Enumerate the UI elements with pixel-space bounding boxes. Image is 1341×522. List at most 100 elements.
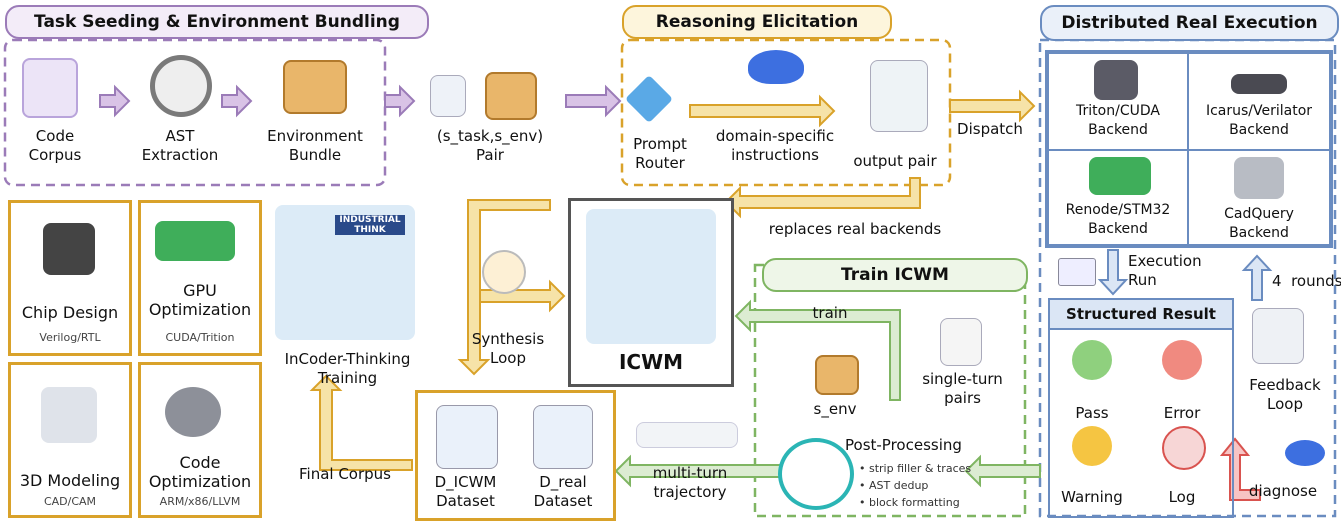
deepseek-whale-icon <box>1285 440 1325 466</box>
post-processing-icon <box>778 438 854 510</box>
output-file-icon <box>870 60 928 132</box>
backend-grid: Triton/CUDA Backend Icarus/Verilator Bac… <box>1045 50 1333 248</box>
s-env-label: s_env <box>813 400 857 418</box>
arrow <box>1219 437 1261 501</box>
arrow <box>964 454 1041 488</box>
box-icon <box>283 60 347 114</box>
execution-title: Distributed Real Execution <box>1040 5 1339 41</box>
step-environment-bundle: Environment Bundle <box>267 127 363 164</box>
deepseek-whale-icon <box>748 50 804 84</box>
reasoning-frame <box>620 38 952 187</box>
robot-mascot-image: INDUSTRIAL THINK <box>275 205 415 340</box>
train-title: Train ICWM <box>762 258 1028 292</box>
step-pair: (s_task,s_env) Pair <box>436 127 544 164</box>
arrow <box>1097 249 1129 296</box>
d-real-label: D_real Dataset <box>533 473 593 510</box>
structured-result-panel: Structured Result Pass Error Warning Log <box>1048 298 1234 518</box>
incoder-training-label: InCoder-Thinking Training <box>284 350 411 387</box>
post-item: • AST dedup <box>859 479 929 492</box>
d-real-dataset-icon <box>533 405 593 469</box>
backend-icarus: Icarus/Verilator Backend <box>1187 52 1331 151</box>
gpu-card-icon <box>155 221 235 261</box>
cad-part-icon <box>1234 157 1284 199</box>
feedback-icon <box>1252 308 1304 364</box>
final-corpus-label: Final Corpus <box>299 465 391 483</box>
d-icwm-label: D_ICWM Dataset <box>434 473 497 510</box>
seeding-frame <box>3 38 387 187</box>
gears-icon <box>165 387 221 437</box>
error-icon <box>1162 340 1202 380</box>
pass-label: Pass <box>1075 404 1109 422</box>
arrow <box>384 84 416 118</box>
circuit-board-icon <box>1089 157 1151 195</box>
pass-icon <box>1072 340 1112 380</box>
post-item: • strip filler & traces <box>859 462 972 475</box>
arrow <box>221 84 253 118</box>
icwm-model-box: ICWM <box>568 198 734 387</box>
instructions-label: domain-specific instructions <box>715 127 835 164</box>
single-turn-label: single-turn pairs <box>922 370 1003 407</box>
diagnose-label: diagnose <box>1248 482 1318 500</box>
robot-mascot-image <box>586 209 716 344</box>
arrow <box>1241 254 1273 301</box>
cube-icon <box>41 387 97 443</box>
chip-icon <box>43 223 95 275</box>
box-icon <box>815 355 859 395</box>
arrow <box>479 279 566 313</box>
multi-turn-label: multi-turn trajectory <box>652 464 728 501</box>
post-item: • block formatting <box>859 496 960 509</box>
code-file-icon <box>22 58 78 118</box>
replaces-label: replaces real backends <box>768 220 942 238</box>
error-label: Error <box>1163 404 1201 422</box>
backend-cadquery: CadQuery Backend <box>1187 149 1331 246</box>
code-file-icon <box>430 75 466 117</box>
synthesis-loop-icon <box>482 250 526 294</box>
arrow <box>949 89 1036 123</box>
seeding-title: Task Seeding & Environment Bundling <box>5 5 429 39</box>
box-icon <box>485 72 537 120</box>
waveform-chip-icon <box>1231 74 1287 94</box>
trajectory-icon <box>636 422 738 448</box>
backend-triton: Triton/CUDA Backend <box>1047 52 1189 151</box>
arrow <box>309 374 413 471</box>
train-label: train <box>812 304 848 322</box>
synthesis-loop-label: Synthesis Loop <box>471 330 545 367</box>
arrow <box>614 454 781 488</box>
step-code-corpus: Code Corpus <box>28 127 82 164</box>
arrow <box>734 299 901 401</box>
log-icon <box>1162 426 1206 470</box>
log-label: Log <box>1168 488 1196 506</box>
prompt-router-label: Prompt Router <box>633 135 687 172</box>
arrow <box>99 84 131 118</box>
magnifier-icon <box>150 55 212 117</box>
output-pair-label: output pair <box>853 152 937 170</box>
step-ast-extraction: AST Extraction <box>141 127 219 164</box>
arrow <box>457 199 551 376</box>
feedback-loop-label: Feedback Loop <box>1249 376 1321 413</box>
execution-run-label: Execution Run <box>1128 252 1202 289</box>
dispatch-label: Dispatch <box>957 120 1023 138</box>
arrow <box>565 84 622 118</box>
warning-icon <box>1072 426 1112 466</box>
terminal-icon <box>1058 258 1096 286</box>
reasoning-title: Reasoning Elicitation <box>622 5 892 39</box>
backend-renode: Renode/STM32 Backend <box>1047 149 1189 246</box>
icwm-label: ICWM <box>618 350 684 374</box>
arrow <box>689 94 836 128</box>
arrow <box>724 177 921 219</box>
rounds-label: 4 rounds <box>1272 272 1341 290</box>
structured-result-title: Structured Result <box>1050 300 1232 330</box>
dataset-box: D_ICWM Dataset D_real Dataset <box>415 390 616 521</box>
post-processing-title: Post-Processing <box>845 436 962 454</box>
post-processing-list: • strip filler & traces • AST dedup • bl… <box>845 460 971 511</box>
d-icwm-dataset-icon <box>436 405 498 469</box>
list-document-icon <box>940 318 982 366</box>
gpu-chip-icon <box>1094 60 1138 100</box>
warning-label: Warning <box>1061 488 1123 506</box>
